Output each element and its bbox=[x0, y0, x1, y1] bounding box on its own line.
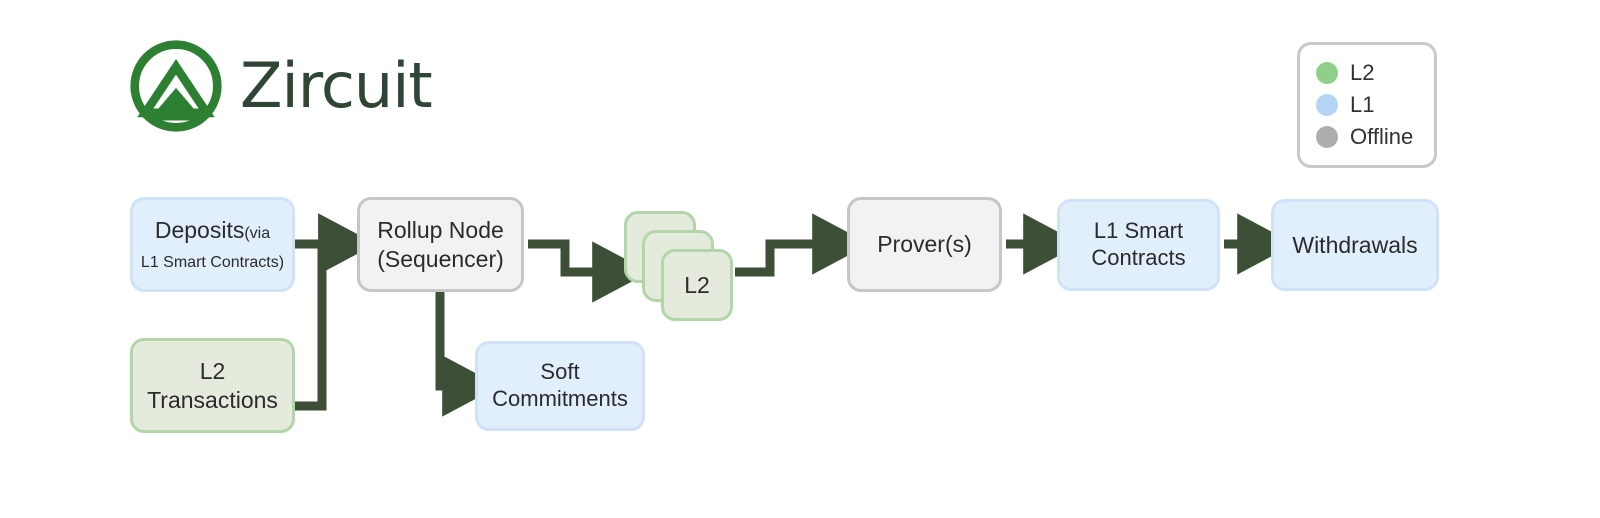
legend-label: Offline bbox=[1350, 124, 1414, 149]
l2-block-front[interactable]: L2 bbox=[661, 249, 733, 321]
legend-item-l2: L2 bbox=[1316, 57, 1420, 89]
node-soft-text: Soft Commitments bbox=[492, 359, 628, 413]
node-deposits-sublabel: (via bbox=[244, 225, 271, 243]
node-prover-label: Prover(s) bbox=[877, 231, 972, 258]
brand-name: Zircuit bbox=[240, 49, 433, 122]
node-withdrawals[interactable]: Withdrawals bbox=[1271, 199, 1439, 291]
status-dot-icon bbox=[1316, 62, 1338, 84]
legend-item-l1: L1 bbox=[1316, 89, 1420, 121]
legend-item-offline: Offline bbox=[1316, 121, 1420, 153]
node-deposits-text: Deposits(via L1 Smart Contracts) bbox=[141, 216, 284, 272]
legend-label: L2 bbox=[1350, 60, 1375, 85]
node-l2tx-line2: Transactions bbox=[147, 386, 278, 413]
node-rollup-text: Rollup Node (Sequencer) bbox=[377, 216, 504, 272]
node-withdrawals-label: Withdrawals bbox=[1292, 231, 1418, 258]
node-soft-line2: Commitments bbox=[492, 386, 628, 411]
status-dot-icon bbox=[1316, 126, 1338, 148]
node-deposits[interactable]: Deposits(via L1 Smart Contracts) bbox=[130, 197, 295, 292]
node-l1sc-label: L1 Smart bbox=[1093, 218, 1184, 244]
node-l2-transactions[interactable]: L2 Transactions bbox=[130, 338, 295, 433]
legend-label: L1 bbox=[1350, 92, 1375, 117]
node-l2tx-text: L2 Transactions bbox=[147, 357, 278, 413]
node-deposits-label: Deposits bbox=[154, 217, 245, 244]
node-deposits-line2: L1 Smart Contracts) bbox=[140, 253, 285, 271]
node-soft-label: Soft bbox=[540, 359, 580, 385]
node-l2-blocks-stack[interactable]: L2 bbox=[624, 211, 733, 321]
node-l1sc-line2: Contracts bbox=[1091, 245, 1186, 270]
brand-lockup: Zircuit bbox=[128, 38, 433, 134]
node-l2tx-label: L2 bbox=[199, 358, 226, 385]
node-l1-smart-contracts[interactable]: L1 Smart Contracts bbox=[1057, 199, 1220, 291]
node-rollup-line2: (Sequencer) bbox=[377, 245, 504, 272]
node-prover[interactable]: Prover(s) bbox=[847, 197, 1002, 292]
node-soft-commitments[interactable]: Soft Commitments bbox=[475, 341, 645, 431]
node-l2-blocks-label: L2 bbox=[684, 271, 710, 298]
legend: L2 L1 Offline bbox=[1297, 42, 1437, 168]
node-rollup-node[interactable]: Rollup Node (Sequencer) bbox=[357, 197, 524, 292]
node-rollup-label: Rollup Node bbox=[377, 217, 504, 244]
node-l1sc-text: L1 Smart Contracts bbox=[1091, 218, 1185, 272]
zircuit-mountain-logo-icon bbox=[128, 38, 224, 134]
status-dot-icon bbox=[1316, 94, 1338, 116]
